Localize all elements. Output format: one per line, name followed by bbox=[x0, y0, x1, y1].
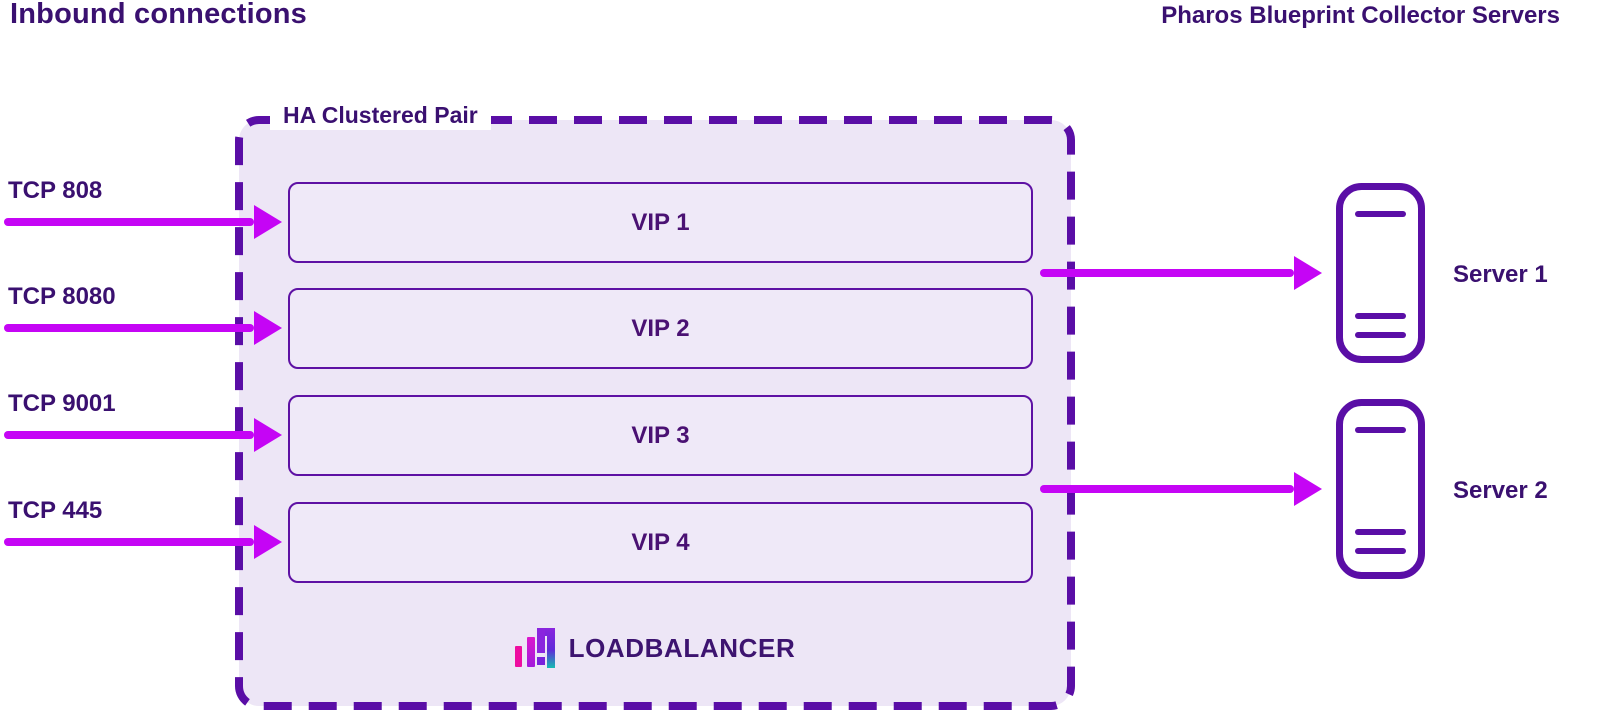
to-server-arrow-2 bbox=[1040, 485, 1294, 493]
inbound-arrow-1 bbox=[4, 218, 254, 226]
server-label-1: Server 1 bbox=[1453, 261, 1548, 288]
to-server-arrowhead-icon-2 bbox=[1294, 472, 1322, 506]
to-server-arrow-1 bbox=[1040, 269, 1294, 277]
loadbalancer-bars-icon bbox=[514, 628, 555, 668]
inbound-arrowhead-icon-4 bbox=[254, 525, 282, 559]
inbound-port-label-4: TCP 445 bbox=[8, 497, 103, 524]
vip-label-2: VIP 2 bbox=[631, 314, 690, 342]
server-icon-1 bbox=[1336, 183, 1425, 363]
vip-label-3: VIP 3 bbox=[631, 421, 690, 449]
inbound-arrowhead-icon-2 bbox=[254, 311, 282, 345]
ha-cluster-label: HA Clustered Pair bbox=[270, 100, 491, 130]
vip-box-2: VIP 2 bbox=[288, 288, 1033, 369]
inbound-arrow-2 bbox=[4, 324, 254, 332]
inbound-arrowhead-icon-1 bbox=[254, 205, 282, 239]
inbound-port-label-1: TCP 808 bbox=[8, 177, 103, 204]
inbound-arrow-4 bbox=[4, 538, 254, 546]
inbound-port-label-2: TCP 8080 bbox=[8, 283, 116, 310]
vip-label-1: VIP 1 bbox=[631, 208, 690, 236]
vip-box-1: VIP 1 bbox=[288, 182, 1033, 263]
to-server-arrowhead-icon-1 bbox=[1294, 256, 1322, 290]
loadbalancer-logo-text: LOADBALANCER bbox=[568, 632, 796, 663]
inbound-arrow-3 bbox=[4, 431, 254, 439]
server-icon-2 bbox=[1336, 399, 1425, 579]
inbound-port-label-3: TCP 9001 bbox=[8, 390, 116, 417]
page-title: Inbound connections bbox=[10, 0, 308, 30]
vip-box-3: VIP 3 bbox=[288, 395, 1033, 476]
loadbalancer-logo: LOADBALANCER bbox=[235, 626, 1075, 670]
vip-label-4: VIP 4 bbox=[631, 528, 690, 556]
inbound-arrowhead-icon-3 bbox=[254, 418, 282, 452]
page-subtitle: Pharos Blueprint Collector Servers bbox=[1161, 2, 1560, 29]
vip-box-4: VIP 4 bbox=[288, 502, 1033, 583]
server-label-2: Server 2 bbox=[1453, 477, 1548, 504]
